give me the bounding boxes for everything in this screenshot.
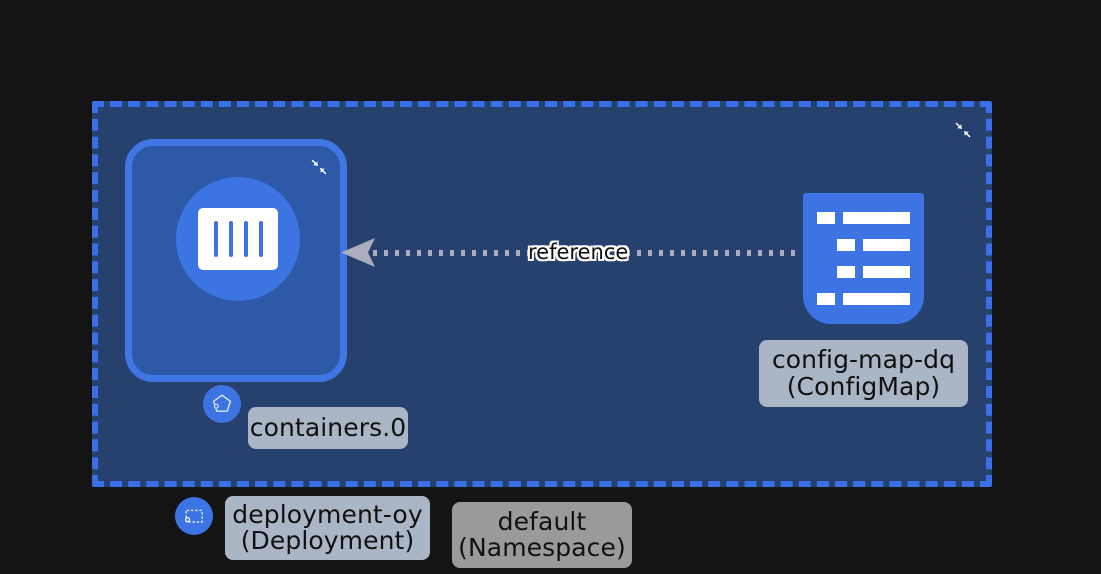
configmap-icon-tick bbox=[817, 293, 835, 306]
reference-edge-label: reference bbox=[528, 240, 629, 264]
container-icon[interactable] bbox=[176, 177, 300, 301]
container-icon-bar bbox=[258, 221, 263, 257]
pentagon-badge-icon[interactable] bbox=[203, 385, 241, 423]
collapse-arrows-icon[interactable] bbox=[310, 158, 328, 176]
configmap-icon[interactable] bbox=[803, 193, 924, 324]
deployment-badge-icon[interactable] bbox=[175, 497, 213, 535]
configmap-icon-line bbox=[843, 211, 910, 224]
container-icon-body bbox=[198, 208, 278, 270]
configmap-node-label[interactable]: config-map-dq (ConfigMap) bbox=[759, 340, 968, 407]
configmap-icon-row bbox=[817, 266, 910, 279]
configmap-icon-row bbox=[817, 293, 910, 306]
namespace-group-label[interactable]: default (Namespace) bbox=[452, 502, 632, 568]
configmap-icon-line bbox=[863, 238, 910, 251]
namespace-group[interactable]: containers.0 deployment-oy (Deployment) bbox=[92, 101, 992, 560]
container-icon-bar bbox=[243, 221, 248, 257]
container-node-label[interactable]: containers.0 bbox=[248, 407, 408, 449]
container-icon-bar bbox=[228, 221, 233, 257]
configmap-icon-row bbox=[817, 211, 910, 224]
deployment-group[interactable] bbox=[125, 139, 347, 382]
configmap-icon-line bbox=[863, 266, 910, 279]
container-icon-bar bbox=[213, 221, 218, 257]
configmap-icon-row bbox=[817, 238, 910, 251]
configmap-icon-tick bbox=[817, 211, 835, 224]
configmap-icon-tick bbox=[837, 266, 855, 279]
deployment-group-label[interactable]: deployment-oy (Deployment) bbox=[225, 496, 430, 560]
configmap-icon-tick bbox=[837, 238, 855, 251]
collapse-arrows-icon[interactable] bbox=[954, 121, 972, 139]
configmap-icon-line bbox=[843, 293, 910, 306]
